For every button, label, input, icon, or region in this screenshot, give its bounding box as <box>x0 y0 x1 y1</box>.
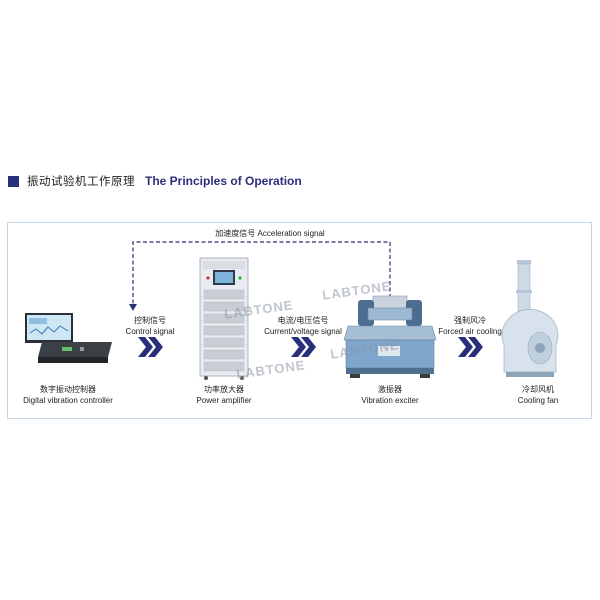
power-amplifier-cabinet-icon <box>199 257 249 380</box>
chevron-arrow-1-icon <box>138 337 163 357</box>
chevron-arrow-3-icon <box>458 337 483 357</box>
vibration-shaker-icon <box>343 295 437 378</box>
amplifier-label: 功率放大器 Power amplifier <box>196 385 252 405</box>
acceleration-signal-label: 加速度信号 Acceleration signal <box>215 229 325 238</box>
forced-air-cooling-label: 强制风冷 Forced air cooling <box>438 316 502 336</box>
control-signal-label: 控制信号 Control signal <box>125 316 175 336</box>
cooling-fan-icon <box>501 260 559 377</box>
current-voltage-signal-label: 电流/电压信号 Current/voltage signal <box>264 316 342 336</box>
controller-label: 数字振动控制器 Digital vibration controller <box>23 385 113 405</box>
heading-square-icon <box>8 175 19 187</box>
diagram-frame <box>7 222 592 419</box>
acceleration-feedback-line <box>132 241 391 306</box>
section-heading: 振动试验机工作原理 The Principles of Operation <box>8 172 302 190</box>
feedback-arrowhead-icon <box>129 304 137 311</box>
cooling-fan-label: 冷却风机 Cooling fan <box>517 385 559 405</box>
exciter-label: 激振器 Vibration exciter <box>361 385 419 405</box>
heading-title-en: The Principles of Operation <box>145 174 302 188</box>
heading-title-cn: 振动试验机工作原理 <box>27 174 135 188</box>
computer-controller-icon <box>25 313 112 363</box>
chevron-arrow-2-icon <box>291 337 316 357</box>
